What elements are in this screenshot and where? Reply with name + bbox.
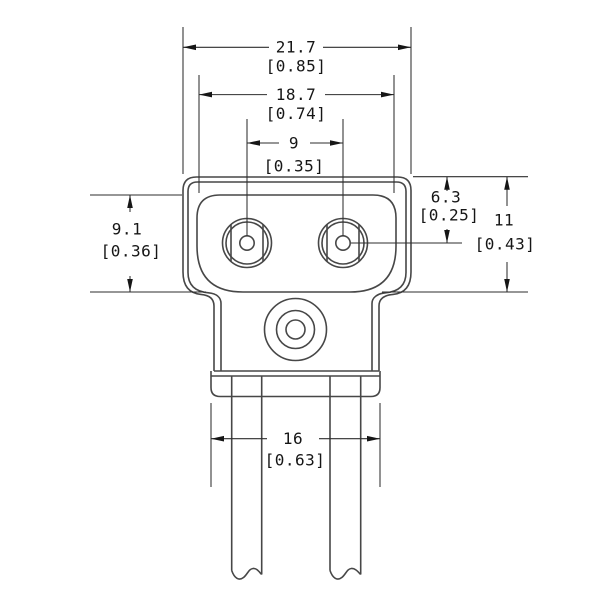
dim-hole-center-offset: 6.3 [0.25] <box>351 176 528 244</box>
dim-value-in: [0.35] <box>264 157 325 176</box>
dim-face-width: 18.7 [0.74] <box>198 75 395 193</box>
hole-pin <box>239 235 256 252</box>
dim-value-mm: 9.1 <box>112 220 142 239</box>
hole-pin <box>334 235 351 252</box>
dim-value-in: [0.36] <box>101 242 162 261</box>
arrowhead-right <box>330 140 343 146</box>
dim-value-mm: 16 <box>283 429 303 448</box>
dim-hole-spacing: 9 [0.35] <box>246 119 344 236</box>
arrowhead-left <box>211 435 224 442</box>
arrowhead-left <box>247 140 260 146</box>
part-body <box>182 176 412 371</box>
arrowhead-right <box>367 435 380 442</box>
lead-left <box>230 376 263 580</box>
dim-value-mm: 18.7 <box>276 85 317 104</box>
arrowhead-down <box>444 230 450 243</box>
plate-outline <box>210 371 381 398</box>
dim-overall-width: 21.7 [0.85] <box>182 27 412 174</box>
dim-value-mm: 11 <box>494 211 514 230</box>
terminal-face <box>196 194 397 293</box>
dim-face-height: 9.1 [0.36] <box>90 194 206 293</box>
lead-break-line <box>230 567 263 580</box>
dim-value-in: [0.85] <box>266 57 327 76</box>
arrowhead-up <box>444 176 450 190</box>
base-plate <box>210 370 381 398</box>
boss-outer-circle <box>263 297 328 362</box>
arrowhead-down <box>127 279 133 292</box>
dim-upper-body-height: 11 [0.43] <box>382 176 536 293</box>
arrowhead-left <box>183 44 196 51</box>
lead-right <box>329 376 362 580</box>
dim-value-in: [0.25] <box>419 206 480 225</box>
dim-value-mm: 21.7 <box>276 38 317 57</box>
dim-base-width: 16 [0.63] <box>210 403 381 487</box>
boss-middle-circle <box>275 309 316 350</box>
arrowhead-left <box>199 91 212 98</box>
boss-inner-circle <box>285 319 306 340</box>
arrowhead-up <box>504 176 510 190</box>
dim-value-in: [0.43] <box>475 235 536 254</box>
dim-value-in: [0.74] <box>266 104 327 123</box>
dim-value-mm: 6.3 <box>431 188 461 207</box>
arrowhead-right <box>381 91 394 98</box>
body-outer-wall <box>182 176 412 371</box>
arrowhead-down <box>504 279 510 292</box>
arrowhead-right <box>398 44 411 51</box>
center-boss <box>263 297 328 362</box>
dim-value-in: [0.63] <box>265 451 326 470</box>
lead-break-line <box>329 567 362 580</box>
arrowhead-up <box>127 195 133 208</box>
dim-value-mm: 9 <box>289 134 299 153</box>
body-inner-wall <box>187 181 407 371</box>
